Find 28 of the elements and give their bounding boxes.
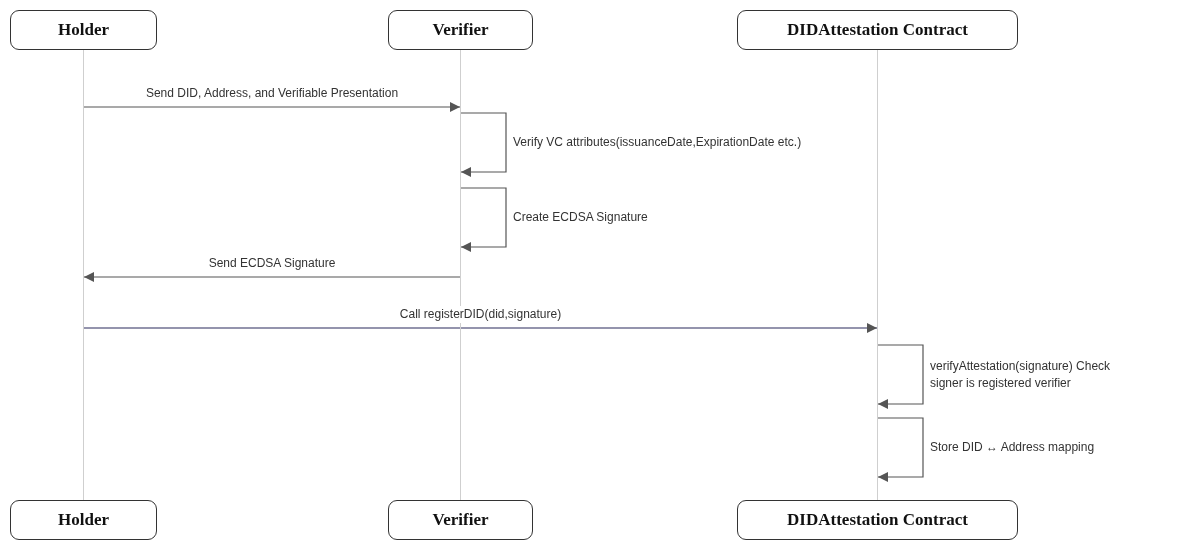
lifeline: [877, 50, 878, 500]
participant-box: [388, 10, 533, 50]
self-message-arrow: [460, 187, 507, 252]
participant-name: Verifier: [432, 20, 489, 40]
participant-box: [10, 500, 157, 540]
message-arrow: [83, 102, 461, 112]
participant-name: Verifier: [432, 510, 489, 530]
message-label: Create ECDSA Signature: [511, 209, 650, 226]
message-arrow: [83, 272, 461, 282]
participant-name: DIDAttestation Contract: [787, 510, 968, 530]
message-label: Send ECDSA Signature: [206, 255, 338, 272]
message-label: Call registerDID(did,signature): [397, 306, 564, 323]
participant-box: [737, 500, 1018, 540]
message-label: Verify VC attributes(issuanceDate,ExpirationDate etc.): [511, 134, 804, 151]
lifeline: [83, 50, 84, 500]
message-arrow: [83, 323, 878, 333]
participant-box: [388, 500, 533, 540]
self-message-arrow: [460, 112, 507, 177]
lifeline: [460, 50, 461, 500]
message-label: Store DID ↔ Address mapping: [928, 439, 1097, 456]
message-label: Send DID, Address, and Verifiable Presentation: [143, 85, 401, 102]
participant-name: DIDAttestation Contract: [787, 20, 968, 40]
self-message-arrow: [877, 344, 924, 409]
participant-name: Holder: [58, 20, 109, 40]
participant-box: [10, 10, 157, 50]
participant-name: Holder: [58, 510, 109, 530]
self-message-arrow: [877, 417, 924, 482]
participant-box: [737, 10, 1018, 50]
